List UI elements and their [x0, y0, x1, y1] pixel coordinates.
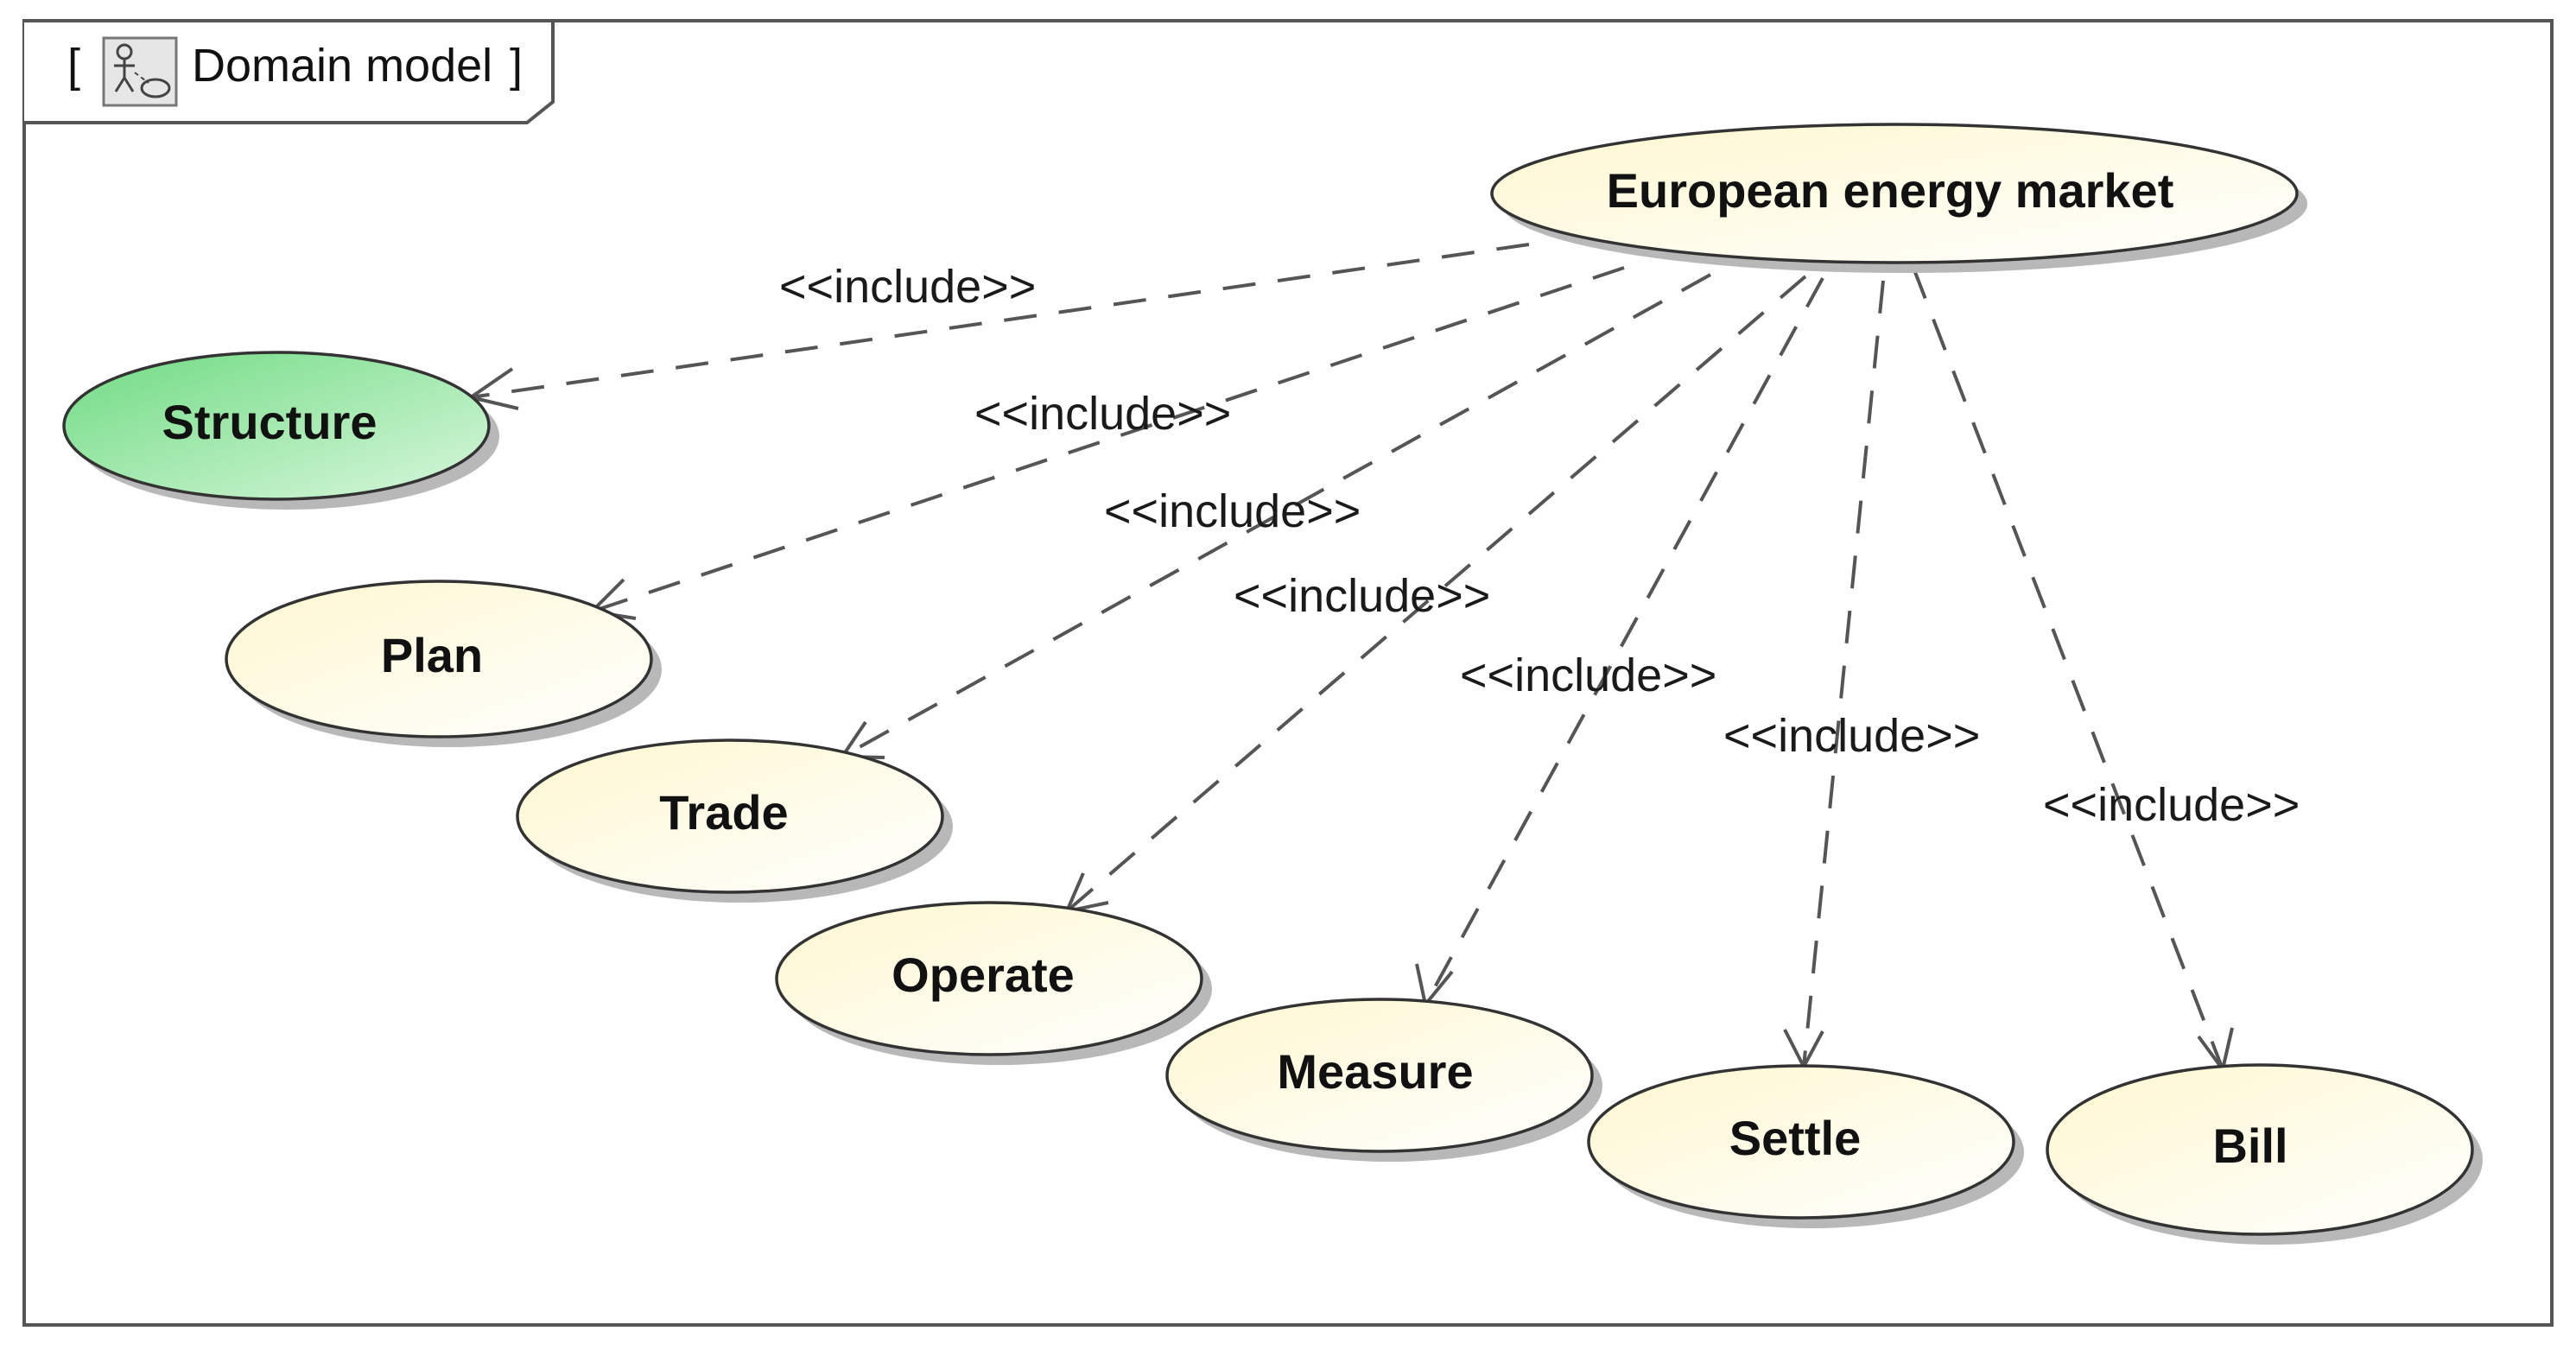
use-case-label: Bill [2212, 1119, 2287, 1173]
frame-title: Domain model [192, 40, 492, 92]
use-case-operate[interactable]: Operate [775, 901, 1212, 1065]
use-case-label: European energy market [1607, 163, 2174, 218]
use-case-european-energy-market[interactable]: European energy market [1490, 123, 2307, 273]
use-case-plan[interactable]: Plan [225, 580, 662, 747]
include-relation-structure: <<include>> [466, 243, 1530, 410]
include-label: <<include>> [1723, 710, 1980, 762]
include-relation-trade: <<include>> [839, 273, 1711, 759]
use-case-label: Measure [1277, 1044, 1473, 1099]
use-case-trade[interactable]: Trade [516, 738, 953, 903]
frame-bracket-open: [ [67, 40, 80, 92]
frame-bracket-close: ] [510, 40, 523, 92]
include-relation-settle: <<include>> [1723, 280, 1980, 1071]
include-label: <<include>> [779, 261, 1036, 313]
include-label: <<include>> [974, 388, 1231, 440]
use-case-label: Structure [162, 395, 378, 449]
include-relation-bill: <<include>> [1912, 267, 2300, 1074]
include-label: <<include>> [1104, 485, 1361, 537]
include-relation-measure: <<include>> [1415, 277, 1824, 1009]
use-case-label: Operate [891, 948, 1075, 1002]
use-case-settle[interactable]: Settle [1587, 1064, 2024, 1228]
use-case-bill[interactable]: Bill [2046, 1063, 2483, 1245]
use-case-label: Settle [1729, 1111, 1862, 1165]
include-label: <<include>> [2043, 779, 2300, 831]
include-label: <<include>> [1460, 650, 1716, 701]
use-case-label: Trade [659, 785, 788, 840]
use-case-diagram-icon [102, 36, 178, 107]
include-label: <<include>> [1234, 570, 1490, 622]
use-case-measure[interactable]: Measure [1165, 998, 1602, 1162]
use-case-structure[interactable]: Structure [62, 351, 499, 510]
use-case-label: Plan [381, 628, 483, 682]
